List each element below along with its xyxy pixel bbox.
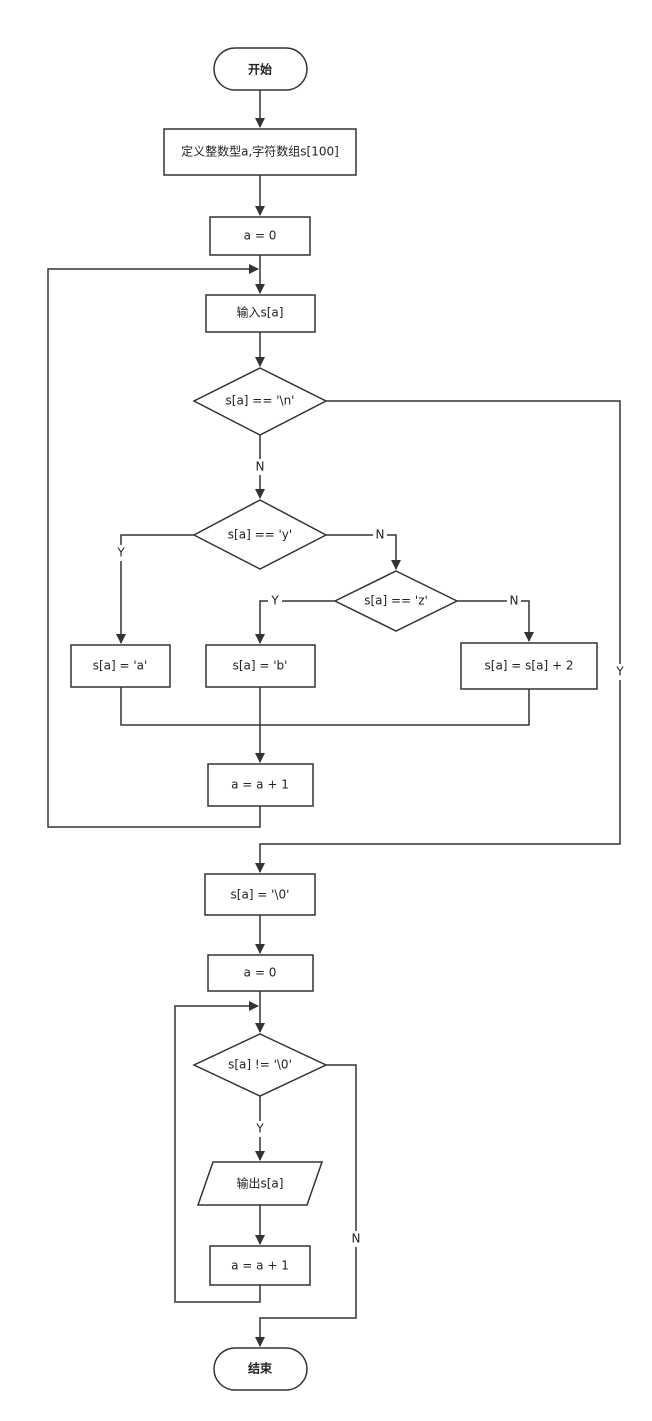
edge-y-yes (116, 534, 194, 644)
node-output: 输出s[a] (196, 1161, 324, 1206)
edge-loop-back-1 (47, 264, 261, 828)
edge-z-yes (255, 600, 335, 644)
node-check-z: s[a] == 'z' (333, 570, 459, 632)
node-add-two: s[a] = s[a] + 2 (460, 642, 598, 690)
connectors (47, 90, 621, 1347)
assign-b-label: s[a] = 'b' (233, 659, 288, 673)
edge-merge-a (120, 687, 260, 726)
edge-label-newline-yes: Y (615, 665, 624, 679)
check-y-label: s[a] == 'y' (228, 528, 292, 542)
node-check-end: s[a] != '\0' (192, 1033, 328, 1097)
end-label: 结束 (248, 1361, 273, 1376)
edge-y-no (326, 534, 401, 570)
node-input: 输入s[a] (205, 294, 316, 333)
node-assign-b: s[a] = 'b' (205, 644, 316, 688)
check-newline-label: s[a] == '\n' (226, 394, 295, 408)
edge-z-no (457, 600, 534, 642)
terminate-label: s[a] = '\0' (231, 888, 290, 902)
increment-2-label: a = a + 1 (231, 1259, 289, 1273)
check-z-label: s[a] == 'z' (364, 594, 428, 608)
output-label: 输出s[a] (237, 1176, 284, 1191)
edge-label-end-yes: Y (255, 1122, 264, 1136)
node-increment-1: a = a + 1 (207, 763, 314, 807)
declare-label: 定义整数型a,字符数组s[100] (181, 144, 339, 159)
start-label: 开始 (248, 62, 272, 77)
node-reset-a: a = 0 (207, 954, 314, 992)
node-init-a: a = 0 (209, 216, 311, 256)
edge-label-y-no: N (376, 528, 385, 542)
node-start: 开始 (213, 47, 308, 91)
node-increment-2: a = a + 1 (209, 1245, 311, 1286)
node-declare: 定义整数型a,字符数组s[100] (163, 128, 357, 176)
edge-label-y-yes: Y (116, 546, 125, 560)
edge-loop-back-2 (174, 1001, 261, 1303)
assign-a-label: s[a] = 'a' (93, 659, 148, 673)
edge-label-z-no: N (510, 594, 519, 608)
node-end: 结束 (213, 1347, 308, 1391)
input-label: 输入s[a] (237, 305, 284, 320)
edge-merge-add (260, 689, 530, 726)
node-check-newline: s[a] == '\n' (192, 367, 328, 436)
node-terminate: s[a] = '\0' (204, 873, 316, 916)
edge-label-newline-no: N (256, 460, 265, 474)
edge-end-no (255, 1064, 357, 1347)
check-end-label: s[a] != '\0' (228, 1058, 292, 1072)
init-a-label: a = 0 (244, 229, 277, 243)
increment-1-label: a = a + 1 (231, 778, 289, 792)
reset-a-label: a = 0 (244, 966, 277, 980)
node-check-y: s[a] == 'y' (192, 499, 328, 570)
node-assign-a: s[a] = 'a' (70, 644, 171, 688)
edge-labels: N Y Y N Y N Y N (114, 459, 627, 1247)
add-two-label: s[a] = s[a] + 2 (485, 659, 574, 673)
edge-label-end-no: N (352, 1232, 361, 1246)
edge-label-z-yes: Y (270, 594, 279, 608)
edge-newline-yes (255, 400, 621, 873)
